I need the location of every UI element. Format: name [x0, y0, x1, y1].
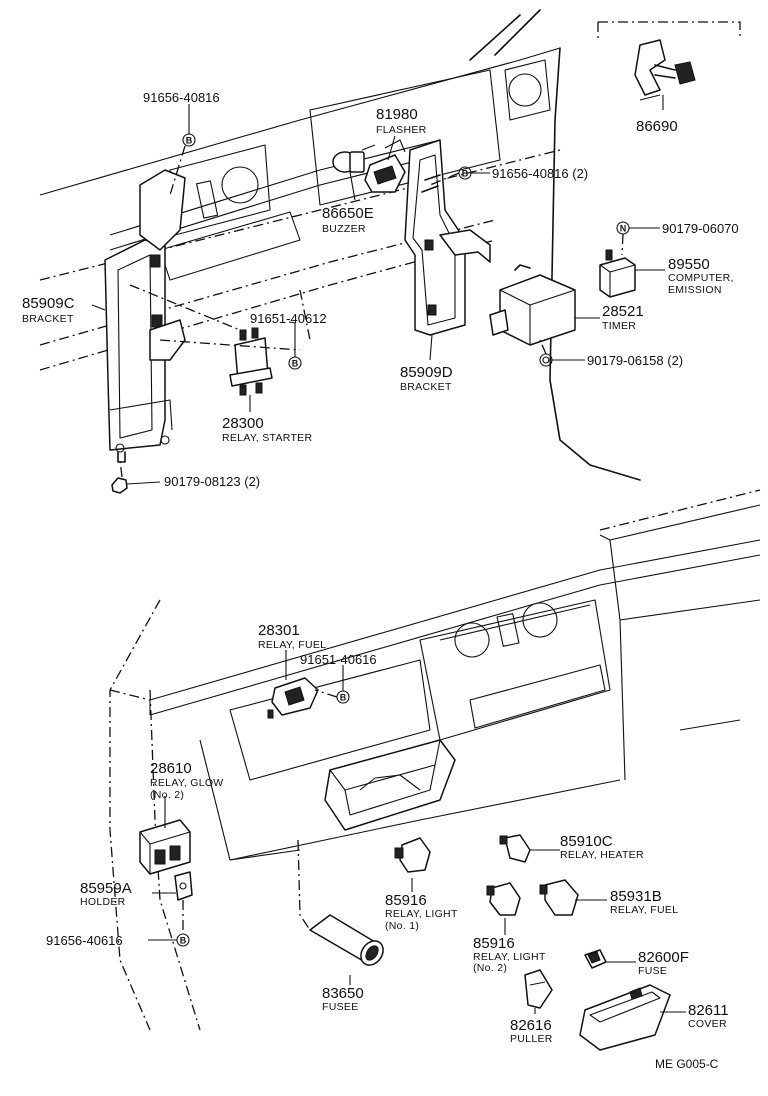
nut-marker: N [616, 221, 630, 235]
part-86690-number: 86690 [636, 118, 678, 135]
part-85916-no1-desc-1: RELAY, LIGHT [385, 908, 458, 920]
part-85916-no1-number: 85916 [385, 892, 427, 909]
part-91656-40816-top: 91656-40816 [143, 90, 220, 105]
part-85909c-desc: BRACKET [22, 313, 74, 325]
part-89550-desc-1: COMPUTER, [668, 272, 734, 284]
part-82600f-number: 82600F [638, 949, 689, 966]
fusee-83650 [309, 914, 384, 966]
part-82600f-desc: FUSE [638, 965, 667, 977]
relay-light-85916-no2 [486, 882, 521, 916]
part-85959a-number: 85959A [80, 880, 132, 897]
part-85931b-number: 85931B [610, 888, 662, 905]
relay-light-85916-no1 [394, 837, 431, 873]
cover-82611 [579, 984, 671, 1051]
part-82616-desc: PULLER [510, 1033, 553, 1045]
part-85931b-desc: RELAY, FUEL [610, 904, 678, 916]
glove-box [324, 739, 456, 831]
relay-fuel-85931b [539, 879, 579, 916]
part-28610-desc-1: RELAY, GLOW [150, 777, 224, 789]
part-83650-number: 83650 [322, 985, 364, 1002]
part-89550-desc-2: EMISSION [668, 284, 722, 296]
nut-marker-bracket [111, 477, 128, 494]
part-90179-08123: 90179-08123 (2) [164, 474, 260, 489]
part-91656-40616: 91656-40616 [46, 933, 123, 948]
svg-text:B: B [462, 169, 469, 179]
part-85916-no1-desc-2: (No. 1) [385, 920, 419, 932]
part-85916-no2-number: 85916 [473, 935, 515, 952]
svg-text:B: B [186, 136, 193, 146]
part-85959a-desc: HOLDER [80, 896, 126, 908]
part-85909d-number: 85909D [400, 364, 453, 381]
bracket-85909c [104, 169, 186, 463]
relay-glow-28610 [139, 819, 191, 875]
part-91656-40816-2: 91656-40816 (2) [492, 166, 588, 181]
part-28521-desc: TIMER [602, 320, 636, 332]
flasher-81980 [364, 139, 406, 193]
leader-lines-bottom [148, 650, 686, 1014]
part-28300-desc: RELAY, STARTER [222, 432, 312, 444]
part-28610-desc-2: (No. 2) [150, 789, 184, 801]
holder-85959a [174, 871, 193, 901]
part-91651-40616: 91651-40616 [300, 652, 377, 667]
part-85910c-number: 85910C [560, 833, 613, 850]
part-85916-no2-desc-2: (No. 2) [473, 962, 507, 974]
timer-28521 [489, 264, 576, 346]
part-81980-number: 81980 [376, 106, 418, 123]
part-82616-number: 82616 [510, 1017, 552, 1034]
part-28521-number: 28521 [602, 303, 644, 320]
puller-82616 [524, 969, 553, 1009]
part-90179-06070: 90179-06070 [662, 221, 739, 236]
part-86650e-number: 86650E [322, 205, 374, 222]
bracket-85909d [404, 139, 491, 336]
part-85909d-desc: BRACKET [400, 381, 452, 393]
labels-top: 91656-40816 81980 FLASHER 86650E BUZZER … [22, 90, 739, 489]
computer-emission-89550 [599, 249, 636, 298]
relay-heater-85910c [499, 834, 531, 863]
part-86650e-desc: BUZZER [322, 223, 366, 235]
part-28301-desc: RELAY, FUEL [258, 639, 326, 651]
svg-text:N: N [620, 224, 627, 234]
part-85909c-number: 85909C [22, 295, 75, 312]
buzzer-86650e [332, 144, 376, 173]
part-28610-number: 28610 [150, 760, 192, 777]
part-85910c-desc: RELAY, HEATER [560, 849, 644, 861]
relay-fuel-28301 [267, 677, 319, 719]
part-28301-number: 28301 [258, 622, 300, 639]
svg-text:B: B [180, 936, 187, 946]
part-91651-40612: 91651-40612 [250, 311, 327, 326]
part-82611-number: 82611 [688, 1002, 729, 1019]
part-85916-no2-desc-1: RELAY, LIGHT [473, 951, 546, 963]
instrument-panel-bottom [109, 489, 761, 1031]
part-81980-desc: FLASHER [376, 124, 427, 136]
bolt-marker-top: B [182, 133, 196, 147]
bolt-marker-fuel: B [336, 690, 350, 704]
bolt-marker-starter: B [288, 356, 302, 370]
labels-bottom: 28301 RELAY, FUEL 91651-40616 28610 RELA… [46, 622, 729, 1071]
svg-text:B: B [292, 359, 299, 369]
part-89550-number: 89550 [668, 256, 710, 273]
part-28300-number: 28300 [222, 415, 264, 432]
part-83650-desc: FUSEE [322, 1001, 359, 1013]
bolt-marker-holder: B [176, 933, 190, 947]
figure-code: ME G005-C [655, 1057, 719, 1071]
relay-starter-28300 [229, 327, 273, 396]
svg-text:B: B [340, 693, 347, 703]
connector-86690 [634, 39, 696, 101]
leader-lines-top [91, 95, 665, 485]
part-82611-desc: COVER [688, 1018, 727, 1030]
fuse-82600f [584, 949, 607, 969]
part-90179-06158: 90179-06158 (2) [587, 353, 683, 368]
